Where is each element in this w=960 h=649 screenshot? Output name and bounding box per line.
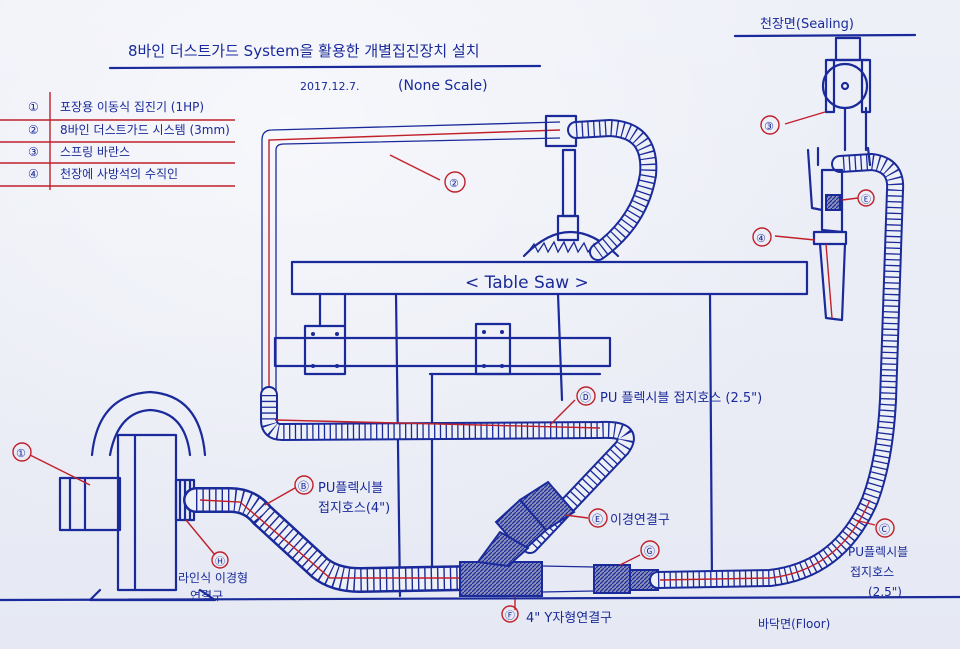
clamp-h-label-2: 연결구	[190, 589, 223, 603]
table-saw: < Table Saw >	[273, 148, 809, 598]
callout-e-upper: Ⓔ	[861, 194, 871, 206]
date-text: 2017.12.7.	[300, 80, 359, 93]
legend-box: ① 포장용 이동식 집진기 (1HP) ② 8바인 더스트가드 시스템 (3mm…	[0, 92, 235, 190]
scale-note: (None Scale)	[398, 78, 488, 94]
ceiling-line	[733, 33, 917, 38]
callout-f: Ⓕ	[505, 610, 515, 622]
floor-label: 바닥면(Floor)	[758, 617, 830, 631]
hose-c-label-3: (2.5")	[868, 585, 902, 599]
wye-f-label: 4" Y자형연결구	[526, 611, 612, 626]
legend-text-2: 8바인 더스트가드 시스템 (3mm)	[60, 123, 230, 137]
hanging-nozzle	[806, 146, 872, 322]
legend-num-3: ③	[28, 145, 39, 159]
callout-b: Ⓑ	[298, 480, 309, 493]
vertical-duct-c	[649, 153, 905, 589]
reducer-e	[494, 480, 576, 554]
callout-e: Ⓔ	[592, 513, 603, 526]
dust-collector	[58, 390, 217, 602]
callout-1: ①	[16, 447, 26, 460]
legend-text-1: 포장용 이동식 집진기 (1HP)	[60, 100, 204, 114]
floor-line	[0, 595, 960, 602]
callout-d: Ⓓ	[580, 391, 591, 404]
lower-duct-d	[260, 386, 635, 554]
wye-fitting	[459, 530, 659, 597]
clamp-h-label-1: 라인식 이경형	[178, 571, 248, 585]
legend-num-4: ④	[28, 167, 39, 181]
legend-text-3: 스프링 바란스	[60, 145, 130, 159]
hose-c-label-2: 접지호스	[850, 565, 894, 579]
callout-g: Ⓖ	[644, 545, 655, 558]
legend-num-2: ②	[28, 123, 39, 137]
callout-3: ③	[764, 120, 774, 133]
hose-b-label-1: PU플렉시블	[318, 481, 383, 496]
reducer-e-label: 이경연결구	[610, 513, 670, 528]
legend-num-1: ①	[28, 100, 39, 114]
spring-balancer	[821, 36, 872, 152]
callout-4: ④	[756, 232, 766, 245]
hose-b-label-2: 접지호스(4")	[318, 501, 390, 516]
hose-d-label: PU 플렉시블 접지호스 (2.5")	[600, 391, 762, 406]
table-saw-label: < Table Saw >	[465, 273, 589, 293]
hose-c-label-1: PU플렉시블	[848, 545, 908, 559]
upper-duct	[261, 114, 658, 400]
callout-h: Ⓗ	[215, 556, 225, 568]
callout-2: ②	[449, 177, 459, 190]
title-text: 8바인 더스트가드 System을 활용한 개별집진장치 설치	[128, 42, 480, 60]
legend-text-4: 천장에 사방석의 수직인	[60, 166, 178, 181]
ceiling-label: 천장면(Sealing)	[760, 17, 854, 32]
title-underline	[108, 64, 542, 70]
callout-c: Ⓒ	[879, 523, 890, 536]
main-duct-b	[183, 487, 483, 593]
